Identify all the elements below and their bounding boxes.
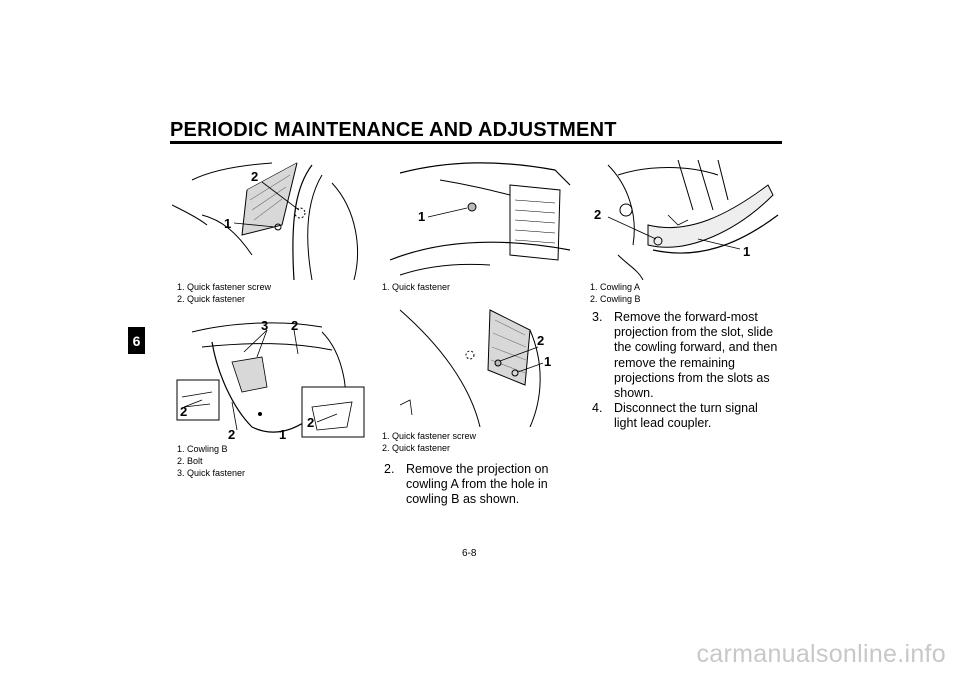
callout-2: 2 [537, 333, 544, 348]
callout-1: 1 [279, 427, 286, 442]
steps-middle: 2. Remove the projection on cowling A fr… [384, 462, 580, 508]
step-3: 3. Remove the forward-most projection fr… [592, 310, 778, 401]
callout-3: 3 [261, 318, 268, 333]
page-number: 6-8 [462, 548, 477, 559]
page-title: PERIODIC MAINTENANCE AND ADJUSTMENT [170, 119, 617, 141]
callout-2: 2 [180, 404, 187, 419]
header-rule [170, 141, 782, 144]
figure-top-middle: 1 [380, 155, 575, 280]
callout-1: 1 [544, 354, 551, 369]
steps-right: 3. Remove the forward-most projection fr… [592, 310, 782, 432]
callout-2: 2 [307, 415, 314, 430]
callout-1: 1 [743, 244, 750, 259]
figure-bottom-left: 3 2 2 2 1 2 [172, 312, 368, 442]
callout-1: 1 [418, 209, 425, 224]
caption-top-left: 1. Quick fastener screw 2. Quick fastene… [177, 282, 272, 304]
caption-top-middle: 1. Quick fastener [382, 282, 451, 292]
step-2: 2. Remove the projection on cowling A fr… [384, 462, 549, 507]
figure-top-right: 2 1 [588, 155, 783, 280]
figure-top-left: 2 1 [172, 155, 362, 280]
watermark: carmanualsonline.info [696, 640, 946, 668]
callout-2: 2 [594, 207, 601, 222]
callout-2: 2 [251, 169, 258, 184]
caption-bottom-middle: 1. Quick fastener screw 2. Quick fastene… [382, 431, 477, 453]
callout-2: 2 [291, 318, 298, 333]
caption-bottom-left: 1. Cowling B 2. Bolt 3. Quick fastener [177, 444, 246, 478]
callout-2: 2 [228, 427, 235, 442]
callout-1: 1 [224, 216, 231, 231]
step-4: 4. Disconnect the turn signal light lead… [592, 401, 758, 431]
caption-top-right: 1. Cowling A 2. Cowling B [590, 282, 641, 304]
chapter-tab: 6 [128, 327, 145, 354]
figure-bottom-middle: 2 1 [380, 305, 575, 427]
